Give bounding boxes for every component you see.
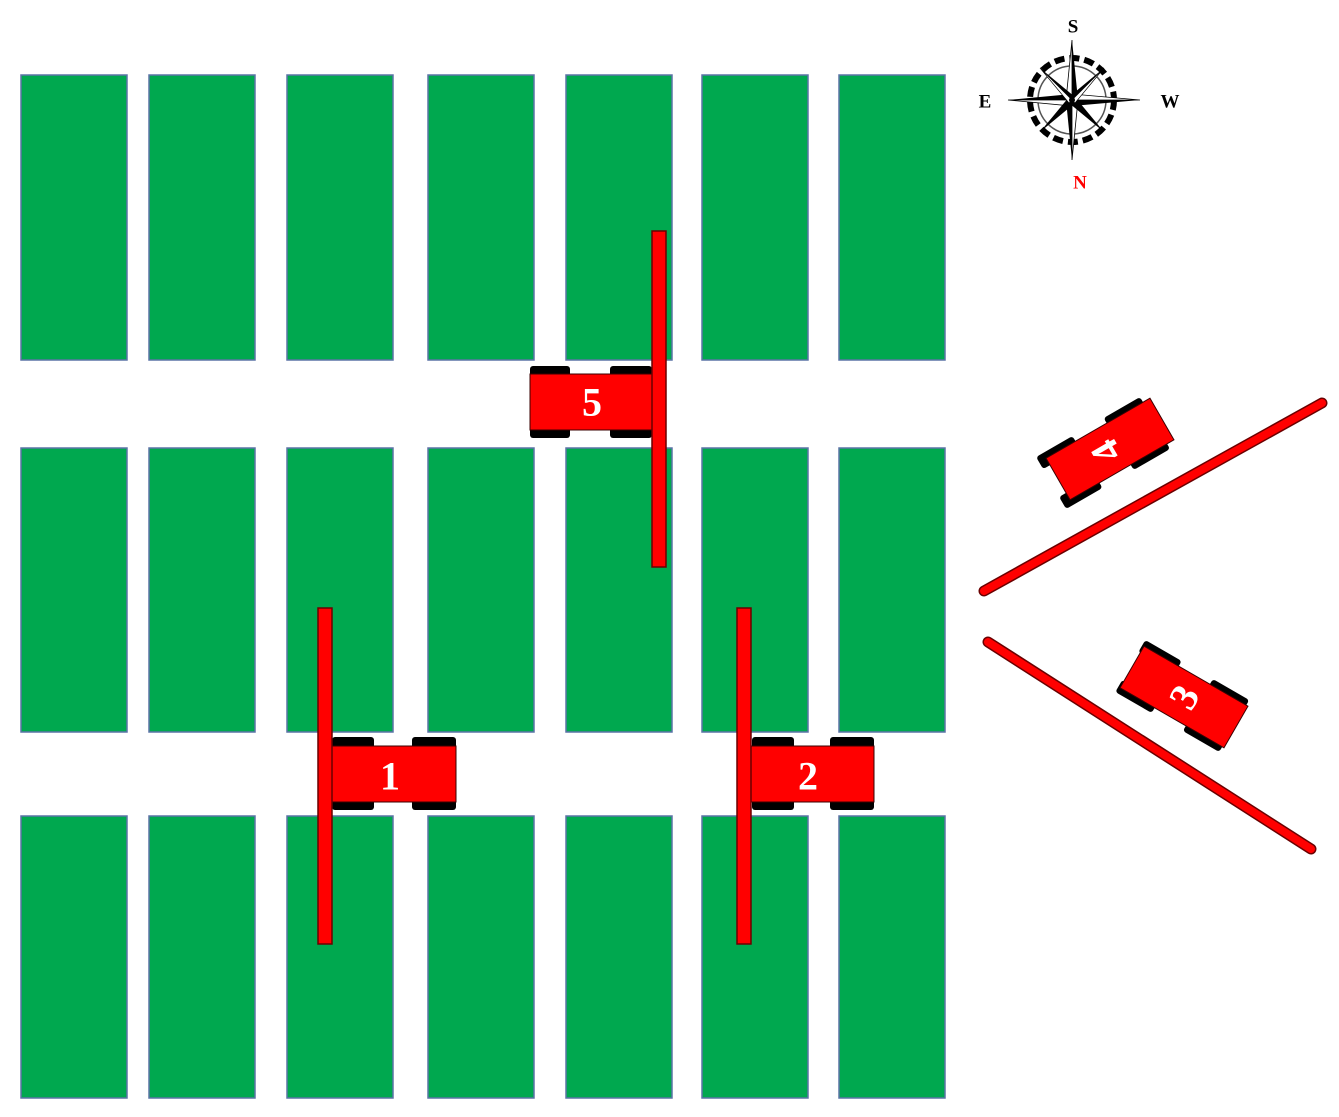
tractor-2-label: 2 [798,754,818,799]
crop-block [427,74,535,361]
tractor-2-boom [736,607,752,945]
crop-block [20,815,128,1099]
tractor-3-body [1119,645,1249,749]
compass-west-label: W [1161,92,1180,113]
crop-block [427,815,535,1099]
compass-center [1069,97,1075,103]
tractor-5-label: 5 [582,380,602,425]
tractor-4: 4 [978,397,1328,597]
crop-block [286,815,394,1099]
tractor-1-label: 1 [380,754,400,799]
crop-block [286,74,394,361]
compass-east-label: E [979,92,992,113]
crop-block [838,74,946,361]
tractor-2-body [745,745,875,803]
compass-rose: S N E W [979,17,1180,194]
compass-south-label: S [1068,17,1079,38]
tractor-3-boom-fill [984,638,1315,853]
compass-north-label: N [1073,173,1087,194]
tractor-5: 5 [529,230,667,568]
tractor-2: 2 [736,607,875,945]
tractor-1-boom [317,607,333,945]
tractor-3: 3 [982,636,1317,855]
tractor-4-body [1045,397,1175,501]
crop-block [148,447,256,733]
crop-block [286,447,394,733]
tractor-5-boom [651,230,667,568]
tractor-4-boom-fill [980,399,1326,595]
crop-block [838,815,946,1099]
crop-block [20,447,128,733]
crop-block [148,74,256,361]
tractor-5-body [529,373,659,431]
tractor-1-body [325,745,457,803]
crop-block [565,815,673,1099]
crop-block [701,815,809,1099]
crop-block [701,447,809,733]
tractor-1: 1 [317,607,457,945]
crop-block [20,74,128,361]
crop-block [427,447,535,733]
crop-block [148,815,256,1099]
crop-blocks [20,74,946,1099]
crop-block [838,447,946,733]
crop-block [701,74,809,361]
